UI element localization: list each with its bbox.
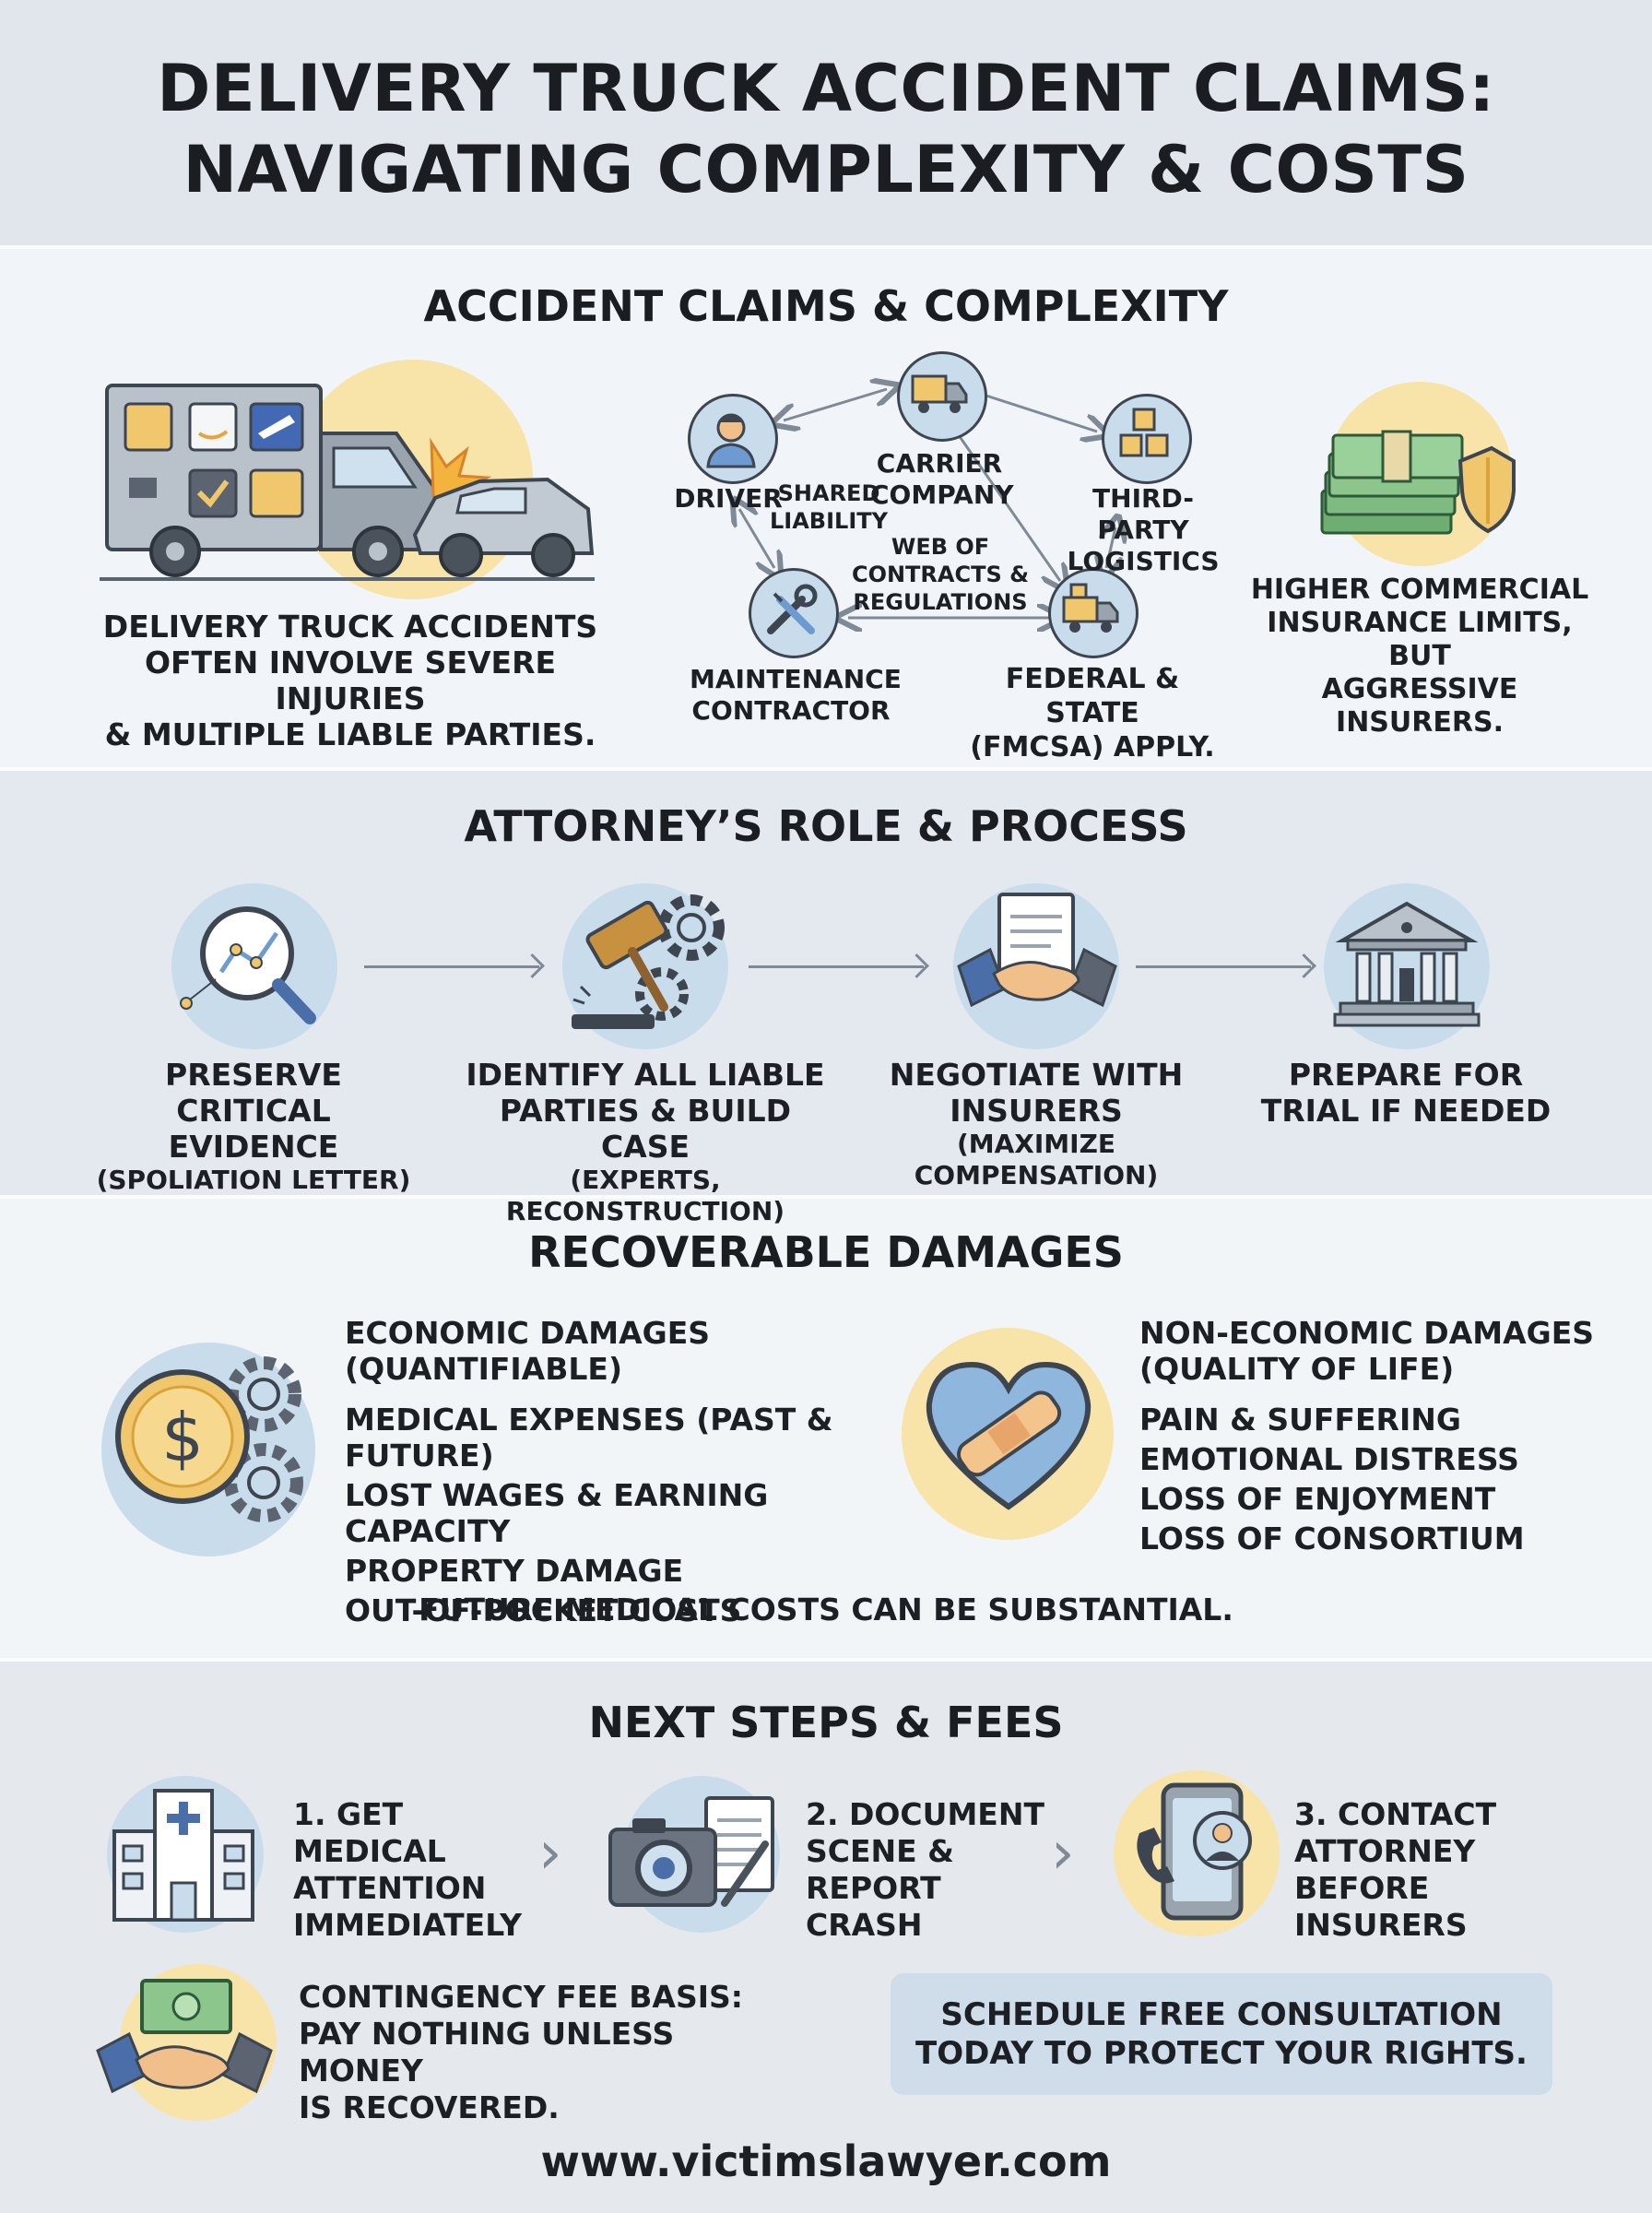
truck-accident-caption: DELIVERY TRUCK ACCIDENTS OFTEN INVOLVE S… <box>102 609 598 752</box>
courthouse-icon <box>1333 901 1481 1027</box>
section-heading-damages: RECOVERABLE DAMAGES <box>528 1227 1124 1277</box>
chevron-right-icon: › <box>538 1819 562 1888</box>
svg-text:$: $ <box>161 1399 204 1476</box>
damage-item: EMOTIONAL DISTRESS <box>1139 1441 1519 1477</box>
damage-item: LOSS OF CONSORTIUM <box>1139 1521 1525 1556</box>
dollar-gears-icon: $ <box>115 1356 303 1522</box>
heart-bandage-icon <box>926 1361 1092 1510</box>
damage-item: OUT-OF-POCKET COSTS <box>345 1592 742 1628</box>
divider <box>0 767 1652 771</box>
economic-damages-block: ECONOMIC DAMAGES (QUANTIFIABLE) MEDICAL … <box>345 1315 898 1628</box>
gavel-gear-icon <box>572 894 725 1029</box>
driver-icon <box>706 413 756 468</box>
truck-crash-illustration <box>100 384 595 581</box>
damage-item: PROPERTY DAMAGE <box>345 1553 684 1589</box>
magnifier-chart-icon <box>180 906 316 1024</box>
next-step-3: 3. CONTACT ATTORNEY BEFORE INSURERS <box>1294 1796 1497 1943</box>
divider <box>0 245 1652 249</box>
camera-notepad-icon <box>608 1796 774 1907</box>
node-label-driver: DRIVER <box>674 483 783 514</box>
section-heading-complexity: ACCIDENT CLAIMS & COMPLEXITY <box>423 281 1229 331</box>
node-label-federal-state: FEDERAL & STATE (FMCSA) APPLY. <box>970 663 1215 763</box>
next-step-1: 1. GET MEDICAL ATTENTION IMMEDIATELY <box>293 1796 522 1943</box>
handshake-document-icon <box>957 893 1117 1008</box>
title-band <box>0 0 1652 247</box>
process-arrow <box>364 965 539 968</box>
damage-item: LOSS OF ENJOYMENT <box>1139 1481 1496 1517</box>
process-step-1: PRESERVE CRITICAL EVIDENCE (SPOLIATION L… <box>96 1057 411 1195</box>
process-arrow <box>1136 965 1311 968</box>
phone-attorney-icon <box>1137 1782 1252 1921</box>
node-label-shared-liability: SHARED LIABILITY <box>770 480 888 534</box>
liability-web-diagram <box>673 350 1189 645</box>
footer-website-link[interactable]: www.victimslawyer.com <box>540 2136 1112 2186</box>
handshake-money-icon <box>96 1979 273 2094</box>
delivery-truck-icon <box>1062 583 1119 633</box>
damage-item: LOST WAGES & EARNING CAPACITY <box>345 1477 769 1549</box>
node-label-carrier-company: CARRIER COMPANY <box>870 448 1014 510</box>
money-shield-icon <box>1320 430 1516 535</box>
damage-item: PAIN & SUFFERING <box>1139 1402 1461 1438</box>
web-center-label: WEB OF CONTRACTS & REGULATIONS <box>851 534 1030 615</box>
non-economic-damages-block: NON-ECONOMIC DAMAGES (QUALITY OF LIFE) P… <box>1139 1315 1619 1556</box>
process-step-2: IDENTIFY ALL LIABLE PARTIES & BUILD CASE… <box>466 1057 825 1226</box>
next-step-2: 2. DOCUMENT SCENE & REPORT CRASH <box>806 1796 1044 1943</box>
node-label-third-party-logistics: THIRD-PARTY LOGISTICS <box>1067 483 1220 576</box>
process-step-4: PREPARE FOR TRIAL IF NEEDED <box>1260 1057 1552 1129</box>
schedule-consultation-button[interactable] <box>891 1973 1552 2095</box>
damage-item: MEDICAL EXPENSES (PAST & FUTURE) <box>345 1402 833 1473</box>
process-step-3: NEGOTIATE WITH INSURERS (MAXIMIZE COMPEN… <box>889 1057 1184 1190</box>
damages-footnote: FUTURE MEDICAL COSTS CAN BE SUBSTANTIAL. <box>419 1592 1233 1627</box>
insurance-caption: HIGHER COMMERCIAL INSURANCE LIMITS, BUT … <box>1250 574 1589 739</box>
hospital-icon <box>112 1789 254 1922</box>
truck-icon <box>911 374 968 413</box>
wrench-screwdriver-icon <box>767 584 818 634</box>
contingency-fee-note: CONTINGENCY FEE BASIS: PAY NOTHING UNLES… <box>299 1979 743 2125</box>
divider <box>0 1195 1652 1199</box>
divider <box>0 1658 1652 1662</box>
boxes-icon <box>1119 408 1169 457</box>
node-label-maintenance: MAINTENANCE CONTRACTOR <box>690 664 902 726</box>
chevron-right-icon: › <box>1051 1819 1075 1888</box>
section-next-steps-band <box>0 1660 1652 2213</box>
section-heading-process: ATTORNEY’S ROLE & PROCESS <box>464 801 1188 851</box>
cta-label[interactable]: SCHEDULE FREE CONSULTATION TODAY TO PROT… <box>915 1996 1528 2072</box>
section-heading-next-steps: NEXT STEPS & FEES <box>588 1698 1064 1747</box>
page-title: DELIVERY TRUCK ACCIDENT CLAIMS: NAVIGATI… <box>157 51 1495 207</box>
process-arrow <box>749 965 924 968</box>
